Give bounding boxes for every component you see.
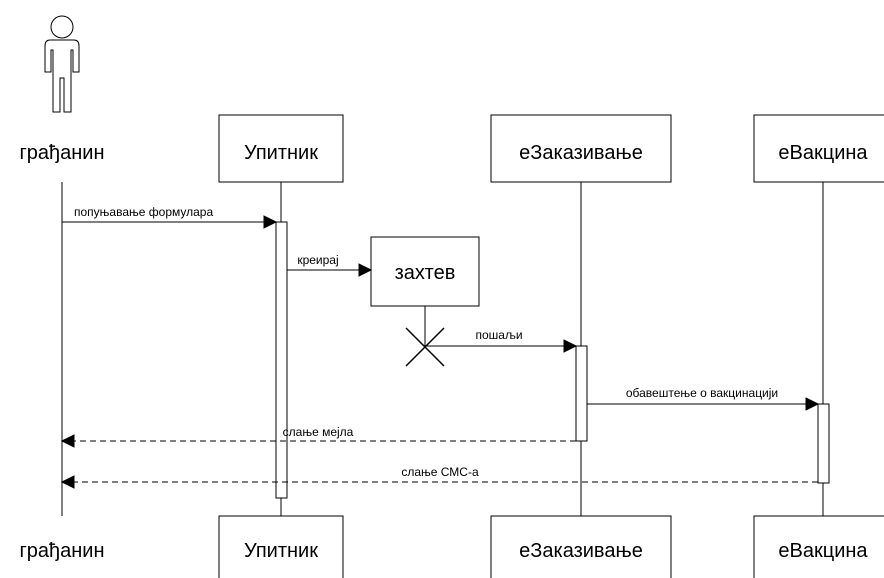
created-object-label: захтев xyxy=(395,262,456,284)
participant-ezakazivanje-label-top: еЗаказивање xyxy=(519,142,643,164)
actor-name-bottom: грађанин xyxy=(19,540,104,562)
actor-name-top: грађанин xyxy=(19,142,104,164)
message-send-sms-label: слање СМС-а xyxy=(401,465,479,479)
participant-ezakazivanje-label-bottom: еЗаказивање xyxy=(519,540,643,562)
participant-evakcina-top: еВакцина xyxy=(753,114,884,183)
message-send-email-label: слање мејла xyxy=(283,425,354,439)
destroy-marker xyxy=(405,327,445,367)
participant-ezakazivanje-bottom: еЗаказивање xyxy=(490,515,672,578)
ezakazivanje-activation xyxy=(575,345,588,442)
participant-evakcina-label-top: еВакцина xyxy=(778,142,868,164)
message-notify: обавештење о вакцинацији xyxy=(587,386,820,411)
participant-ezakazivanje-top: еЗаказивање xyxy=(490,114,672,183)
actor-figure xyxy=(44,15,80,113)
evakcina-activation xyxy=(817,403,830,484)
message-send: пошаљи xyxy=(425,328,578,353)
message-send-email: слање мејла xyxy=(60,425,576,448)
created-object-zahtev: захтев xyxy=(370,236,480,307)
message-fill-form-label: попуњавање формулара xyxy=(74,205,213,219)
participant-evakcina-label-bottom: еВакцина xyxy=(778,540,868,562)
participant-upitnik-bottom: Упитник xyxy=(218,515,344,578)
participant-evakcina-bottom: еВакцина xyxy=(753,515,884,578)
message-create-label: креирај xyxy=(297,253,338,267)
message-send-sms: слање СМС-а xyxy=(60,465,818,489)
participant-upitnik-top: Упитник xyxy=(218,114,344,183)
message-send-label: пошаљи xyxy=(475,328,522,342)
participant-upitnik-label-bottom: Упитник xyxy=(244,540,318,562)
participant-upitnik-label-top: Упитник xyxy=(244,142,318,164)
upitnik-activation xyxy=(275,221,288,499)
message-notify-label: обавештење о вакцинацији xyxy=(626,386,778,400)
message-fill-form: попуњавање формулара xyxy=(62,205,278,229)
message-create: креирај xyxy=(287,253,373,277)
